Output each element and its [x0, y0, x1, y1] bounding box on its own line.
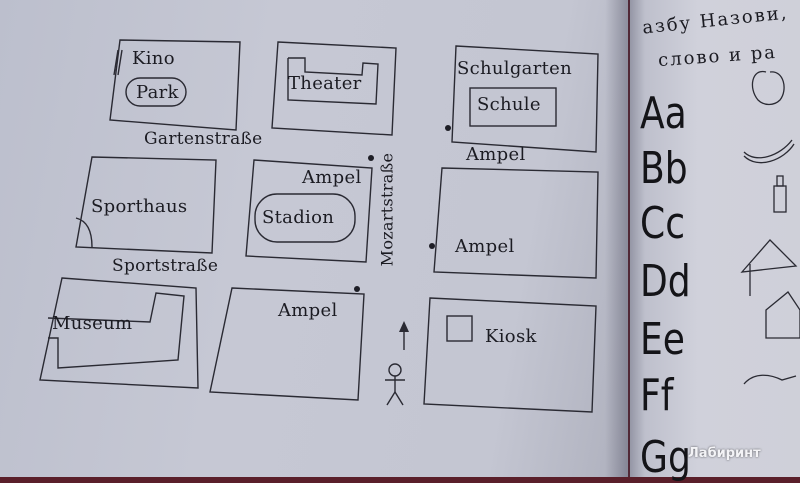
- pedestrian-figure-icon: [385, 363, 405, 406]
- letter-dd: Dd: [640, 256, 691, 307]
- kino-door-line: [113, 49, 119, 76]
- museum-label: Museum: [52, 313, 133, 334]
- kino-label: Kino: [132, 48, 175, 69]
- ampel-block-mid-right: [433, 167, 599, 279]
- fox-icon: [743, 374, 797, 385]
- theater-block: [271, 41, 397, 136]
- labirint-watermark: Лабиринт: [688, 446, 761, 461]
- ampel-label-2: Ampel: [302, 167, 362, 188]
- sporthaus-corner-arc: [75, 217, 93, 248]
- schulgarten-label: Schulgarten: [457, 58, 572, 79]
- kiosk-block: [423, 297, 597, 413]
- sportstrasse-label: Sportstraße: [112, 256, 219, 276]
- theater-building: [287, 57, 379, 105]
- ampel-dot-4: [354, 286, 360, 292]
- stadion-block: [245, 159, 373, 263]
- schule-building: [469, 87, 557, 127]
- park-outline: [125, 77, 187, 107]
- schulgarten-block: [451, 45, 599, 153]
- ampel-block-bottom-mid: [209, 287, 365, 401]
- kiosk-square: [446, 315, 473, 342]
- theater-label: Theater: [288, 73, 362, 94]
- right-page-pictures: [740, 70, 800, 385]
- ampel-label-4: Ampel: [278, 300, 338, 321]
- stadion-oval: [254, 193, 356, 243]
- stadion-label: Stadion: [262, 207, 335, 228]
- mozartstrasse-label: Mozartstraße: [377, 152, 397, 267]
- ampel-label-3: Ampel: [455, 236, 515, 257]
- park-label: Park: [136, 82, 179, 103]
- ampel-dot-1: [445, 125, 451, 131]
- sporthaus-block: [75, 156, 217, 254]
- banana-icon: [743, 139, 793, 159]
- apple-icon: [751, 70, 785, 106]
- bottle-icon: [773, 185, 787, 213]
- city-map: [39, 39, 599, 413]
- arrow-head-icon: [399, 321, 409, 332]
- ampel-dot-2: [368, 155, 374, 161]
- museum-block: [39, 277, 199, 389]
- letter-bb: Bb: [640, 143, 688, 194]
- dog-house-icon: [765, 291, 800, 339]
- letter-gg: Gg: [640, 432, 691, 483]
- museum-building: [47, 292, 185, 369]
- textbook-right-page: [630, 0, 800, 477]
- house-icon: [740, 239, 798, 273]
- book-gutter: [605, 0, 645, 477]
- sporthaus-label: Sporthaus: [91, 196, 188, 217]
- letter-cc: Cc: [640, 198, 686, 249]
- kino-block: [109, 39, 241, 131]
- ampel-label-1: Ampel: [466, 144, 526, 165]
- letter-aa: Aa: [640, 88, 687, 139]
- ampel-dot-3: [429, 243, 435, 249]
- gartenstrasse-label: Gartenstraße: [144, 129, 263, 149]
- kiosk-label: Kiosk: [485, 326, 537, 347]
- letter-ee: Ee: [640, 314, 685, 365]
- letter-ff: Ff: [640, 370, 674, 421]
- schule-label: Schule: [477, 94, 541, 115]
